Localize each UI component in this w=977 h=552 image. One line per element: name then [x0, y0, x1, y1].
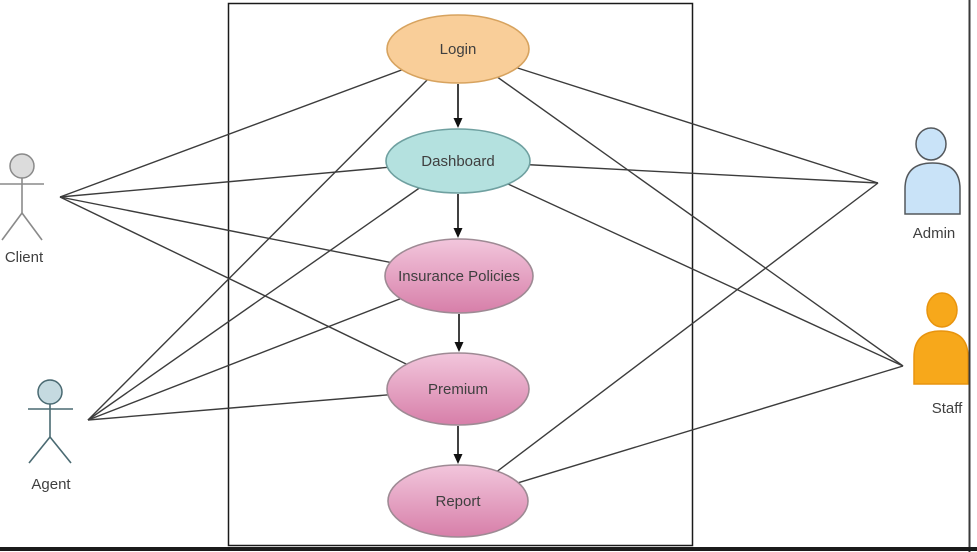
- actor-admin[interactable]: Admin: [904, 127, 961, 242]
- actor-label-staff: Staff: [932, 400, 963, 417]
- usecase-label-dashboard: Dashboard: [421, 153, 494, 170]
- usecase-login[interactable]: Login: [386, 14, 530, 84]
- usecase-ellipse-premium[interactable]: [386, 352, 530, 426]
- edge-staff-report: [457, 365, 904, 502]
- edge-agent-login: [87, 48, 459, 421]
- flow-arrowhead-insurance-premium: [454, 342, 464, 352]
- usecase-ellipse-login[interactable]: [386, 14, 530, 84]
- usecase-ellipse-insurance[interactable]: [384, 238, 534, 314]
- association-lines: [59, 48, 904, 502]
- actor-torso-admin[interactable]: [904, 162, 961, 215]
- actor-head-admin[interactable]: [915, 127, 947, 161]
- edge-client-premium: [59, 196, 459, 390]
- actor-label-admin: Admin: [913, 225, 956, 242]
- usecase-ellipse-report[interactable]: [387, 464, 529, 538]
- actor-label-client: Client: [5, 249, 44, 266]
- edge-agent-dashboard: [87, 160, 459, 421]
- actor-head-agent[interactable]: [37, 379, 63, 405]
- edge-staff-login: [457, 48, 904, 367]
- actor-leg-left-agent: [28, 436, 51, 464]
- flow-arrowhead-premium-report: [453, 454, 463, 464]
- edge-agent-insurance: [87, 275, 460, 421]
- edge-admin-report: [457, 182, 879, 502]
- edge-client-login: [59, 48, 459, 198]
- usecase-label-insurance: Insurance Policies: [398, 268, 520, 285]
- usecase-label-report: Report: [435, 493, 481, 510]
- actor-leg-left-client: [1, 212, 23, 241]
- flow-arrowhead-dashboard-insurance: [453, 228, 463, 238]
- actor-staff[interactable]: Staff: [913, 292, 969, 417]
- actor-label-agent: Agent: [31, 476, 71, 493]
- edge-staff-dashboard: [457, 160, 904, 367]
- usecase-dashboard[interactable]: Dashboard: [385, 128, 531, 194]
- actor-head-staff[interactable]: [926, 292, 958, 328]
- actor-head-client[interactable]: [9, 153, 35, 179]
- flow-arrowhead-login-dashboard: [453, 118, 463, 128]
- actor-leg-right-client: [21, 212, 43, 241]
- actor-client[interactable]: Client: [0, 153, 44, 266]
- edge-admin-login: [457, 48, 879, 184]
- usecase-label-login: Login: [440, 41, 477, 58]
- flow-arrows: [453, 84, 464, 464]
- usecase-label-premium: Premium: [428, 381, 488, 398]
- usecase-premium[interactable]: Premium: [386, 352, 530, 426]
- actor-agent[interactable]: Agent: [28, 379, 73, 493]
- actor-leg-right-agent: [49, 436, 72, 464]
- usecase-insurance[interactable]: Insurance Policies: [384, 238, 534, 314]
- window-bottom-bar: [0, 547, 977, 551]
- actor-torso-staff[interactable]: [913, 330, 969, 385]
- usecase-report[interactable]: Report: [387, 464, 529, 538]
- usecase-ellipse-dashboard[interactable]: [385, 128, 531, 194]
